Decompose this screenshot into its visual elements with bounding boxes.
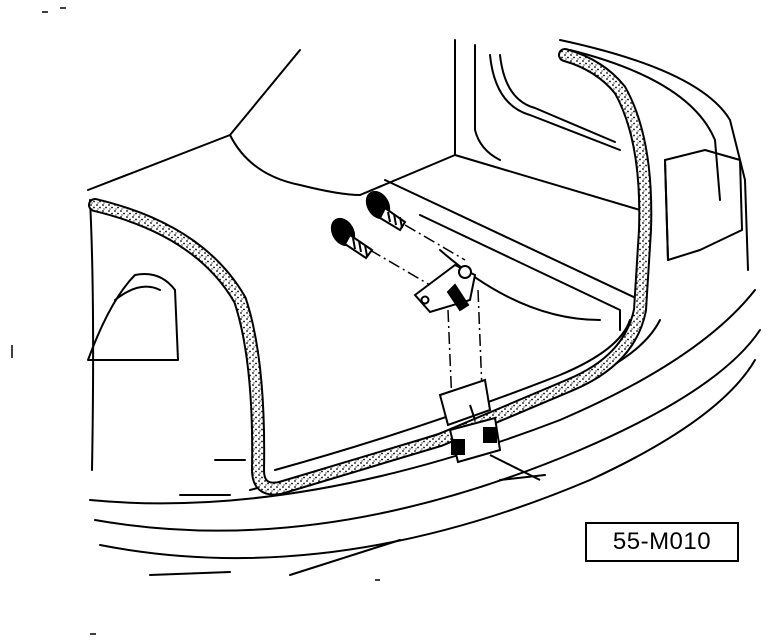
- trunk-sill-inner: [274, 319, 631, 471]
- trunk-floor-inner: [419, 214, 621, 331]
- bolt-icon: [330, 217, 374, 260]
- tail-light-box: [664, 149, 743, 261]
- latch-mount: [438, 378, 541, 481]
- trunk-floor-front: [439, 249, 601, 321]
- striker-centerline-right: [477, 289, 483, 391]
- pillar-inner: [474, 44, 501, 161]
- bumper-line-2: [94, 329, 761, 532]
- rear-deck-curve: [229, 134, 361, 196]
- left-tail-light: [87, 273, 179, 361]
- left-body-line: [89, 199, 95, 471]
- striker-centerline-left: [447, 309, 453, 406]
- figure-label: 55-M010: [585, 522, 739, 562]
- striker-plate-icon: [413, 263, 477, 314]
- rear-window-outline: [229, 49, 301, 136]
- quarter-outer: [559, 39, 749, 271]
- tail-light-line: [664, 159, 669, 261]
- bumper-line-5: [289, 539, 401, 576]
- trunk-floor-edge: [384, 179, 641, 301]
- bumper-line-6: [499, 474, 546, 481]
- left-tail-inner: [114, 285, 161, 301]
- quarter-mid: [569, 49, 721, 201]
- bolt-centerline-lower: [369, 249, 431, 286]
- bumper-line-1: [89, 289, 756, 505]
- bolt-icon: [365, 190, 407, 232]
- bolt-centerline-upper: [404, 224, 466, 261]
- trunk-back-panel: [359, 154, 641, 211]
- rear-glass-frame: [489, 54, 621, 151]
- bumper-line-4: [149, 571, 231, 576]
- rear-glass-frame-inner: [499, 54, 616, 143]
- rear-deck-top: [87, 134, 231, 191]
- bumper-line-3: [99, 359, 756, 560]
